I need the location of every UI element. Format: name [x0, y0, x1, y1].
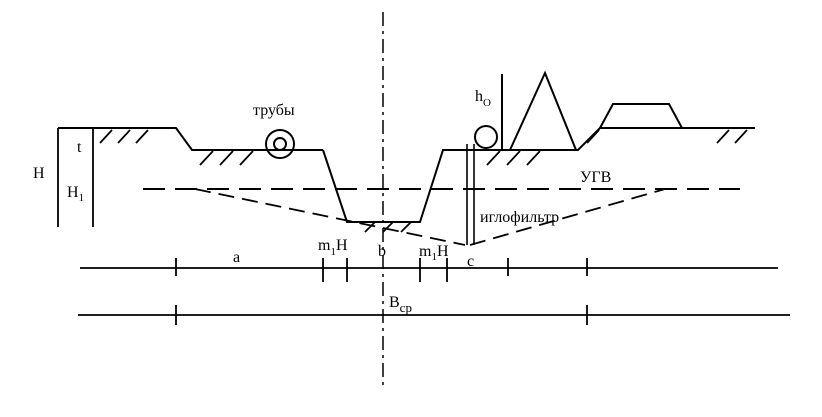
trench-profile — [322, 127, 755, 223]
a-label: a — [233, 249, 240, 266]
m1H-left-label: m1H — [318, 237, 348, 258]
wellpoint-icon — [466, 144, 475, 245]
t-label: t — [77, 139, 82, 156]
m1H-right-label: m1H — [419, 243, 449, 263]
embankment — [599, 103, 683, 129]
pipes-label: трубы — [253, 102, 295, 119]
c-label: c — [467, 253, 474, 270]
height-dimensions — [57, 128, 94, 227]
b-label: b — [378, 243, 386, 260]
spoil-pile — [509, 70, 577, 151]
dimension-line-1 — [80, 258, 778, 282]
bcp-label: Bср — [389, 294, 412, 315]
depression-curve — [194, 188, 666, 246]
H-label: H — [33, 165, 45, 182]
collector-pipe-icon — [474, 125, 498, 149]
dimension-line-bcp — [78, 305, 790, 325]
wellpoint-label: иглофильтр — [480, 209, 559, 226]
H1-label: H1 — [67, 184, 84, 204]
pipes-icon — [265, 129, 295, 159]
ground-hatching — [99, 129, 748, 233]
ground-left-berm — [58, 127, 323, 151]
h0-label: hO — [475, 88, 491, 109]
gwl-label: УГВ — [580, 169, 611, 186]
